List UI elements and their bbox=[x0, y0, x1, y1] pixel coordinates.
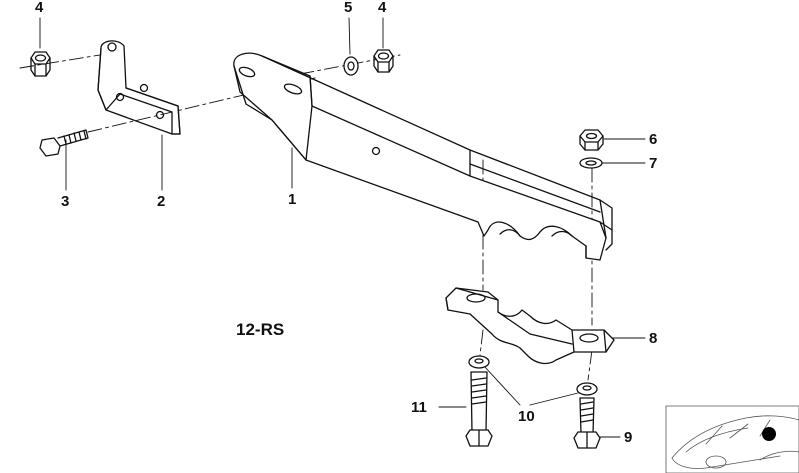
callout-4-left: 4 bbox=[35, 0, 44, 16]
main-bracket-icon bbox=[233, 52, 613, 261]
leader-lines bbox=[39, 17, 646, 438]
callout-6: 6 bbox=[649, 131, 658, 148]
callout-7: 7 bbox=[649, 155, 658, 172]
hex-nut-6-icon bbox=[579, 129, 604, 151]
long-bolt-icon bbox=[465, 371, 493, 447]
callout-5: 5 bbox=[344, 0, 353, 16]
lock-washer-icon bbox=[579, 157, 603, 169]
short-bolt-icon bbox=[573, 397, 601, 449]
callout-11: 11 bbox=[411, 399, 427, 416]
callout-8: 8 bbox=[649, 330, 658, 347]
callout-10: 10 bbox=[518, 408, 535, 425]
small-bracket-icon bbox=[97, 40, 181, 135]
washer-top-icon bbox=[343, 56, 359, 76]
location-marker-icon bbox=[762, 427, 776, 441]
hex-nut-left-icon bbox=[30, 51, 51, 77]
vehicle-locator-inset bbox=[665, 405, 799, 473]
callout-9: 9 bbox=[624, 429, 633, 446]
callout-4-right: 4 bbox=[378, 0, 387, 16]
callout-1: 1 bbox=[288, 191, 297, 208]
hex-nut-right-icon bbox=[373, 49, 394, 73]
clamp-strap-icon bbox=[445, 287, 615, 365]
callout-3: 3 bbox=[61, 193, 70, 210]
diagram-code-label: 12-RS bbox=[236, 320, 285, 339]
washer-left-icon bbox=[468, 355, 490, 369]
washer-right-icon bbox=[576, 382, 598, 396]
callout-2: 2 bbox=[157, 193, 166, 210]
bolt-icon bbox=[39, 129, 89, 157]
